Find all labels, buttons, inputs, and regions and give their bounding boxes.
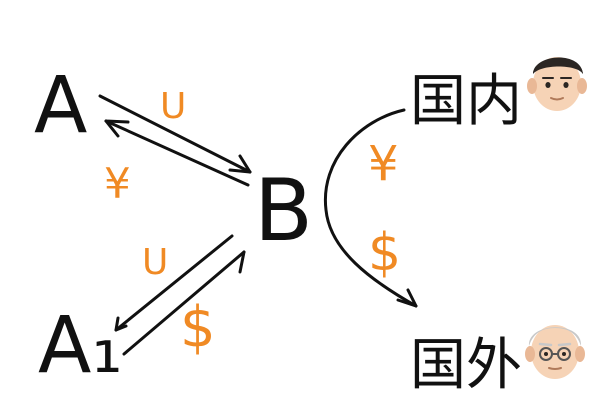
currency-yen-right: ¥	[368, 136, 399, 192]
curve-domestic-to-foreign	[323, 108, 418, 308]
foreign-label: 国外	[410, 333, 522, 398]
currency-u-top: U	[160, 86, 186, 127]
arrow-a1-to-b-line	[114, 234, 234, 332]
arrow-b-to-a-line	[104, 119, 250, 187]
arrow-b-to-a1-head	[238, 250, 246, 274]
node-a: A	[34, 61, 87, 151]
curve-arrowhead	[396, 288, 418, 308]
currency-u-bottom: U	[142, 242, 168, 283]
currency-yen-left: ¥	[104, 159, 131, 208]
node-a1: A₁	[38, 301, 123, 391]
arrow-a1-to-b-tail	[114, 316, 128, 332]
arrow-b-to-a-head	[104, 119, 130, 138]
arrow-b-to-domestic-foreign	[323, 108, 418, 308]
domestic-label: 国内	[410, 69, 522, 134]
young-man-emoji	[527, 57, 587, 111]
arrow-a-to-b-line	[98, 94, 252, 174]
currency-labels: U ¥ U $ ¥ $	[104, 86, 401, 360]
node-b: B	[254, 161, 313, 261]
currency-dollar-right: $	[368, 223, 401, 283]
arrows-a1-b	[114, 234, 246, 356]
arrows-a-b	[98, 94, 252, 187]
currency-dollar-bottom: $	[180, 295, 216, 360]
arrow-a-to-b-head	[228, 154, 252, 174]
arrow-b-to-a1-line	[122, 250, 246, 356]
old-man-emoji	[525, 325, 585, 379]
